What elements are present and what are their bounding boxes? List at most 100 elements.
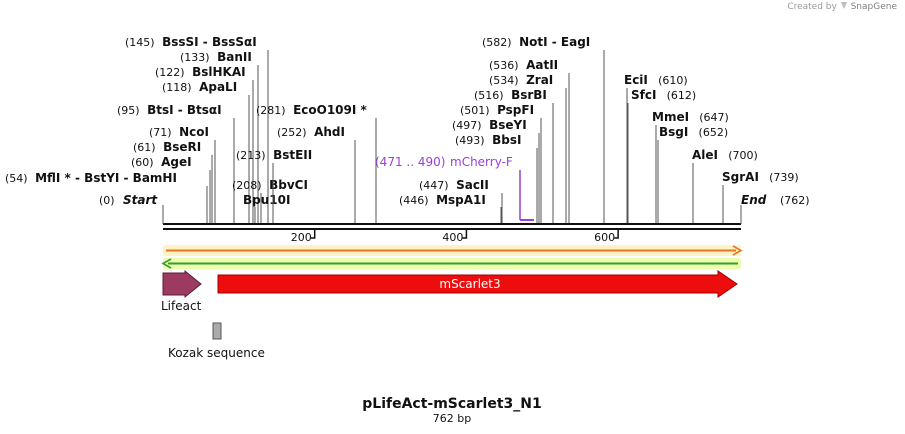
snapgene-logo-icon [840,1,848,10]
site-position: (612) [667,89,697,102]
site-ncoi[interactable]: (71) NcoI [149,125,216,224]
site-label: MmeI (647) [652,110,729,124]
site-label: (447) SacII [419,178,489,192]
primer-range: (471 .. 490) [375,155,445,169]
site-bpu10i[interactable]: Bpu10I [243,193,290,224]
feature-kozak[interactable]: Kozak sequence [168,322,265,360]
site-name: AatII [526,58,558,72]
site-banii[interactable]: (133) BanII [180,50,259,224]
site-name: BseRI [163,140,201,154]
end-label: End [741,193,767,207]
site-label: (534) ZraI [489,73,553,87]
site-name: BbvCI [269,178,308,192]
site-mspa1i[interactable]: (446) MspA1I [399,193,502,224]
site-position: (60) [131,156,157,169]
site-name: BslHKAI [192,65,246,79]
site-bslhkai[interactable]: (122) BslHKAI [155,65,254,224]
site-position: (118) [162,81,195,94]
site-position: (516) [474,89,507,102]
sequence-backbone[interactable] [163,223,741,230]
site-position: (493) [455,134,488,147]
site-bbvci[interactable]: (208) BbvCI [232,178,308,224]
primer-mcherry-f[interactable]: (471 .. 490) mCherry-F [375,155,534,221]
site-mfli[interactable]: (54) MflI * - BstYI - BamHI [5,171,208,224]
site-position: (647) [699,111,729,124]
site-name: BbsI [492,133,521,147]
site-bsrbi[interactable]: (516) BsrBI [474,88,554,224]
site-label: (133) BanII [180,50,252,64]
site-label: BsgI (652) [659,125,728,139]
site-btsi[interactable]: (95) BtsI - BtsαI [117,103,235,224]
watermark-brand: SnapGene [850,2,897,12]
site-position: (582) [482,36,515,49]
site-label: Bpu10I [243,193,290,207]
site-position: (501) [460,104,493,117]
site-position: (95) [117,104,143,117]
site-position: (133) [180,51,213,64]
site-name: BseYI [489,118,527,132]
site-label: (95) BtsI - BtsαI [117,103,222,117]
site-sacii[interactable]: (447) SacII [419,178,503,224]
site-label: AleI (700) [692,148,758,162]
site-label: (71) NcoI [149,125,209,139]
site-bseri[interactable]: (61) BseRI [133,140,213,224]
site-name: MflI * - BstYI - BamHI [35,171,177,185]
site-name: SacII [456,178,489,192]
site-position: (536) [489,59,522,72]
site-position: (54) [5,172,31,185]
site-label: SfcI (612) [631,88,696,102]
site-alei[interactable]: AleI (700) [692,148,758,224]
site-zrai[interactable]: (534) ZraI [489,73,567,224]
site-bsteii[interactable]: (213) BstEII [236,148,312,224]
site-label: (60) AgeI [131,155,192,169]
site-position: (252) [277,126,310,139]
start-position: (0) [99,194,115,207]
primer-name: mCherry-F [450,155,513,169]
site-pspfi[interactable]: (501) PspFI [460,103,542,224]
site-name: EcoO109I * [293,103,367,117]
site-bbsi[interactable]: (493) BbsI [455,133,538,224]
site-name: NcoI [179,125,209,139]
site-name: Bpu10I [243,193,290,207]
site-agei[interactable]: (60) AgeI [131,155,211,224]
ruler-tick-label: 400 [442,231,463,244]
site-mmei[interactable]: MmeI (647) [652,110,729,224]
site-position: (208) [232,179,265,192]
site-label: (281) EcoO109I * [256,103,368,117]
site-name: ApaLI [199,80,237,94]
site-bseyi[interactable]: (497) BseYI [452,118,540,224]
site-position: (71) [149,126,175,139]
site-ahdi[interactable]: (252) AhdI [277,125,356,224]
site-bsssi[interactable]: (145) BssSI - BssSαI [125,35,269,224]
orf-bars[interactable] [161,245,743,269]
start-label: Start [123,193,158,207]
site-label: (61) BseRI [133,140,201,154]
site-label: (208) BbvCI [232,178,308,192]
site-name: AleI [692,148,722,162]
site-aatii[interactable]: (536) AatII [489,58,570,224]
feature-lifeact[interactable]: Lifeact [161,269,202,313]
site-ecii[interactable]: EciI (610) [624,73,688,224]
restriction-sites: (54) MflI * - BstYI - BamHI (60) AgeI(61)… [5,35,799,224]
site-eco0109i[interactable]: (281) EcoO109I * [256,103,377,224]
plasmid-length: 762 bp [433,412,471,425]
site-name: BanII [217,50,252,64]
plasmid-title: pLifeAct-mScarlet3_N1 [362,396,541,412]
site-sfci[interactable]: SfcI (612) [627,88,696,224]
site-position: (281) [256,104,289,117]
ruler-tick [310,229,316,239]
feature-mscarlet3[interactable]: mScarlet3 [217,270,738,298]
end-position: (762) [780,194,810,207]
feature-label-kozak: Kozak sequence [168,346,265,360]
ruler-tick-label: 200 [291,231,312,244]
site-noti[interactable]: (582) NotI - EagI [482,35,605,224]
site-name: AgeI [161,155,191,169]
site-name: ZraI [526,73,553,87]
site-sgrai[interactable]: SgrAI (739) [722,170,799,224]
site-name: AhdI [314,125,345,139]
site-apali[interactable]: (118) ApaLI [162,80,250,224]
site-bsgi[interactable]: BsgI (652) [657,125,728,224]
site-position: (61) [133,141,159,154]
